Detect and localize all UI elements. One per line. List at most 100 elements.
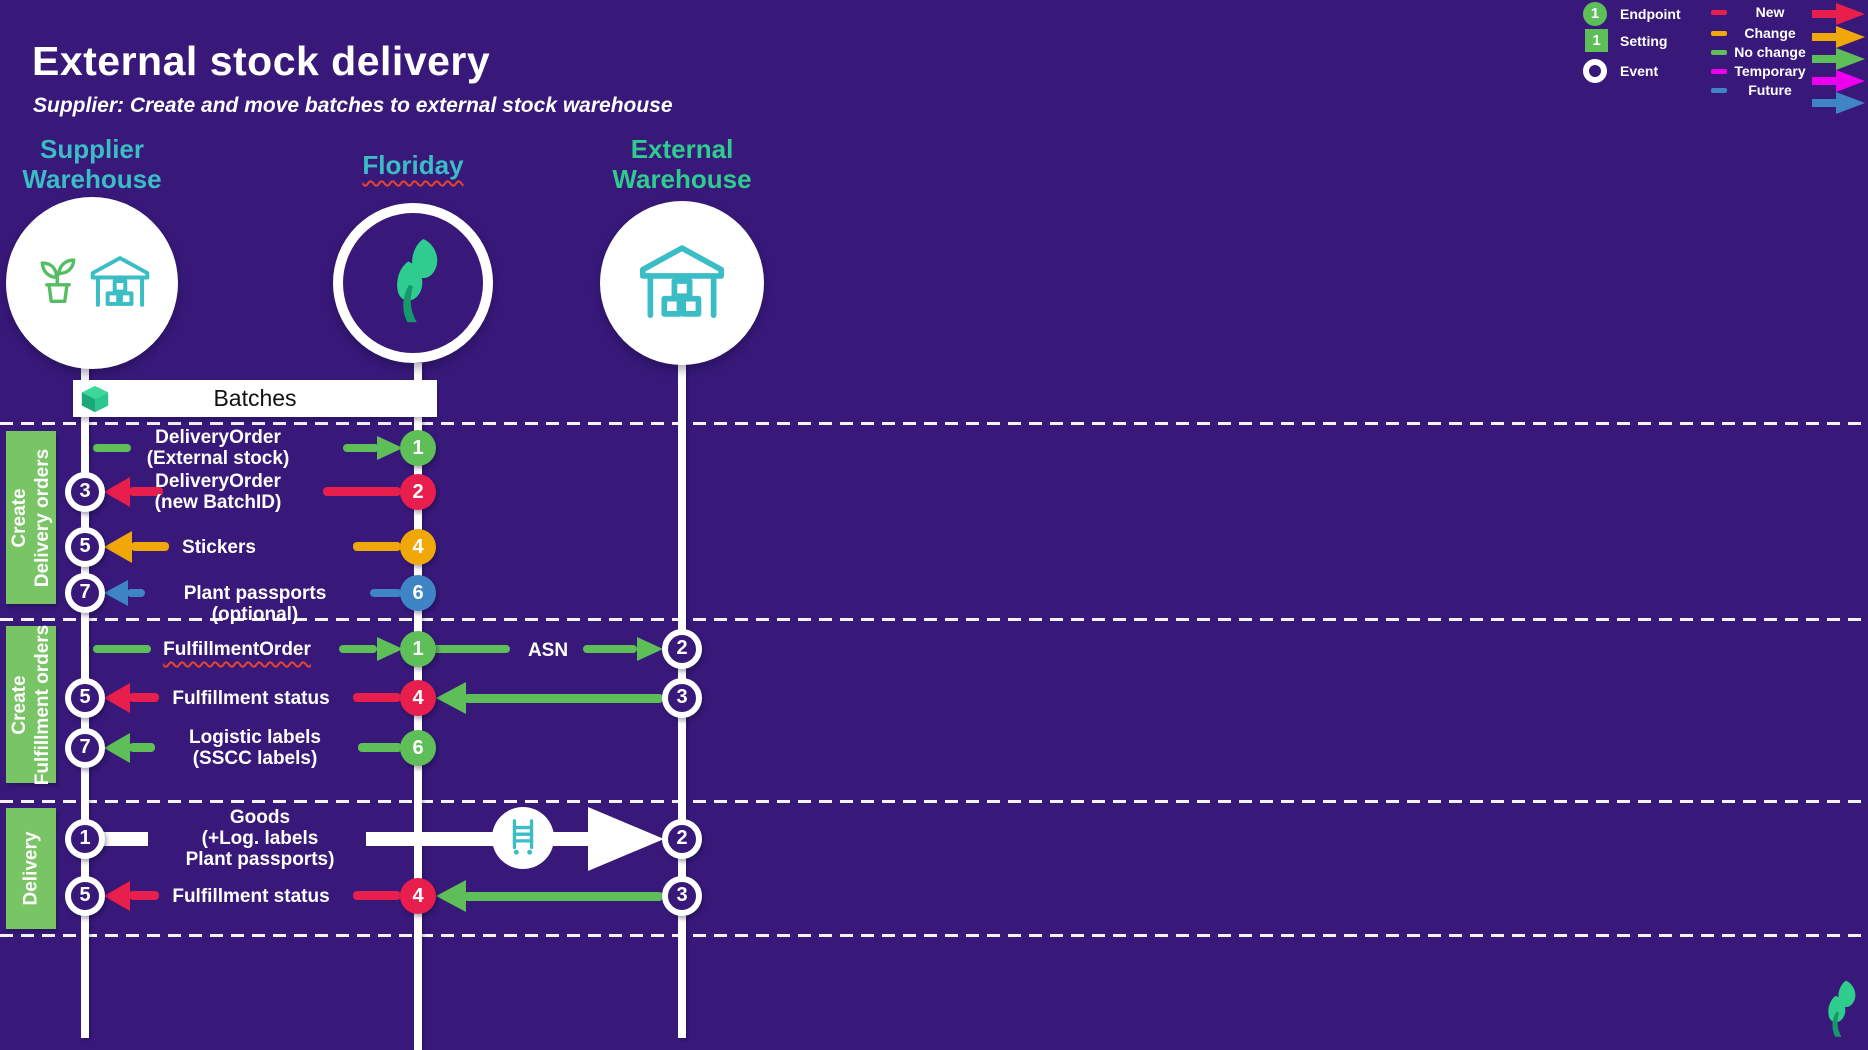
legend-event-shape (1583, 59, 1607, 83)
batches-bar: Batches (73, 380, 437, 417)
endpoint-node: 2 (400, 474, 436, 510)
message-label-line: DeliveryOrder (155, 427, 281, 448)
arrow-left-icon (104, 683, 130, 713)
lane-header-floriday: Floriday (333, 150, 493, 180)
message-label-line: Goods (229, 807, 291, 828)
endpoint-node: 1 (400, 631, 436, 667)
page-subtitle: Supplier: Create and move batches to ext… (33, 94, 673, 117)
lane-header-floriday-text: Floriday (362, 150, 464, 180)
event-node: 5 (65, 876, 105, 916)
message-label: Plant passports (optional) (143, 583, 367, 625)
endpoint-node: 6 (400, 575, 436, 611)
arrow-tail (129, 487, 163, 496)
legend-change-label: Change (1744, 25, 1796, 41)
arrow-tail (131, 542, 169, 551)
floriday-logo-icon (1820, 980, 1858, 1043)
arrow-tail (464, 694, 663, 703)
box-icon (81, 385, 109, 413)
legend-change-dash (1711, 31, 1727, 36)
arrow-tail (343, 444, 379, 452)
legend-temporary-arrow-icon (1812, 69, 1866, 98)
legend-nochange-label: No change (1734, 44, 1806, 60)
section-label-line: Delivery (20, 831, 42, 906)
batches-label: Batches (213, 385, 297, 411)
arrow-tail (353, 693, 401, 702)
legend-new-arrow-icon (1812, 2, 1866, 31)
section-bar-delivery (6, 808, 56, 929)
arrow-tail (353, 542, 401, 551)
lane-header-supplier: Supplier Warehouse (2, 134, 182, 194)
message-label-line: Stickers (182, 537, 256, 558)
section-bar-create-fulfillment-orders (6, 626, 56, 783)
endpoint-node: 6 (400, 730, 436, 766)
event-node: 3 (65, 472, 105, 512)
event-node: 3 (662, 876, 702, 916)
section-separator (0, 800, 1868, 803)
supplier-warehouse-avatar (6, 197, 178, 369)
arrow-tail (583, 645, 637, 653)
section-label-line: Fulfillment orders (32, 624, 53, 785)
status-dash-nochange (358, 743, 402, 752)
message-label-line: (+Log. labels (201, 828, 319, 849)
event-node: 2 (662, 819, 702, 859)
legend-future-dash (1711, 88, 1727, 93)
arrow-tail (323, 487, 401, 496)
legend-new-label: New (1755, 4, 1785, 20)
arrow-tail (127, 589, 145, 597)
arrow-tail (353, 891, 401, 900)
arrow-right-icon (637, 637, 663, 661)
goods-arrow-right-icon (588, 807, 664, 871)
goods-line (366, 832, 590, 846)
legend-future-arrow-icon (1812, 91, 1866, 120)
message-label: Stickers (139, 537, 299, 558)
endpoint-node: 4 (400, 878, 436, 914)
arrow-left-icon (436, 682, 466, 714)
section-label-delivery: Delivery (6, 808, 56, 929)
legend-endpoint-label: Endpoint (1620, 6, 1681, 22)
message-label-line: Fulfillment status (172, 886, 330, 907)
page-title: External stock delivery (32, 38, 491, 84)
event-node: 7 (65, 573, 105, 613)
message-label: Fulfillment status (151, 886, 351, 907)
arrow-tail (432, 645, 510, 653)
lane-header-supplier-line1: Supplier (39, 134, 144, 164)
status-dash-future (370, 589, 402, 597)
message-label-line: Plant passports (optional) (183, 583, 327, 625)
message-label-line: DeliveryOrder (155, 471, 281, 492)
arrow-left-icon (104, 531, 132, 563)
section-bar-create-delivery-orders (6, 431, 56, 604)
cart-badge (492, 807, 554, 869)
message-label: ASN (508, 640, 588, 661)
event-node: 1 (65, 819, 105, 859)
arrow-left-icon (104, 733, 130, 763)
message-label-line: (SSCC labels) (192, 748, 318, 769)
section-separator (0, 618, 1868, 621)
warehouse-icon (639, 241, 725, 326)
message-label: DeliveryOrder (new BatchID) (118, 471, 318, 513)
event-node: 2 (662, 629, 702, 669)
plant-icon (34, 254, 82, 313)
lane-header-supplier-line2: Warehouse (22, 164, 162, 194)
lane-header-external-line1: External (630, 134, 734, 164)
event-node: 5 (65, 527, 105, 567)
endpoint-node: 4 (400, 680, 436, 716)
legend-event-label: Event (1620, 63, 1659, 79)
message-label: DeliveryOrder (External stock) (118, 427, 318, 469)
message-label-line: ASN (527, 640, 569, 661)
arrow-left-icon (104, 477, 130, 507)
arrow-left-icon (104, 881, 130, 911)
event-node: 3 (662, 678, 702, 718)
status-dash-nochange (93, 444, 131, 452)
legend-new-dash (1711, 10, 1727, 15)
message-label-line: Plant passports) (185, 849, 335, 870)
arrow-tail (129, 891, 159, 900)
section-label-line: Delivery orders (32, 448, 54, 587)
legend-nochange-dash (1711, 50, 1727, 55)
lane-header-external-line2: Warehouse (612, 164, 752, 194)
section-label-line: Create (9, 674, 30, 735)
arrow-right-icon (377, 637, 403, 661)
floriday-avatar (333, 203, 493, 363)
arrow-left-icon (104, 580, 128, 606)
